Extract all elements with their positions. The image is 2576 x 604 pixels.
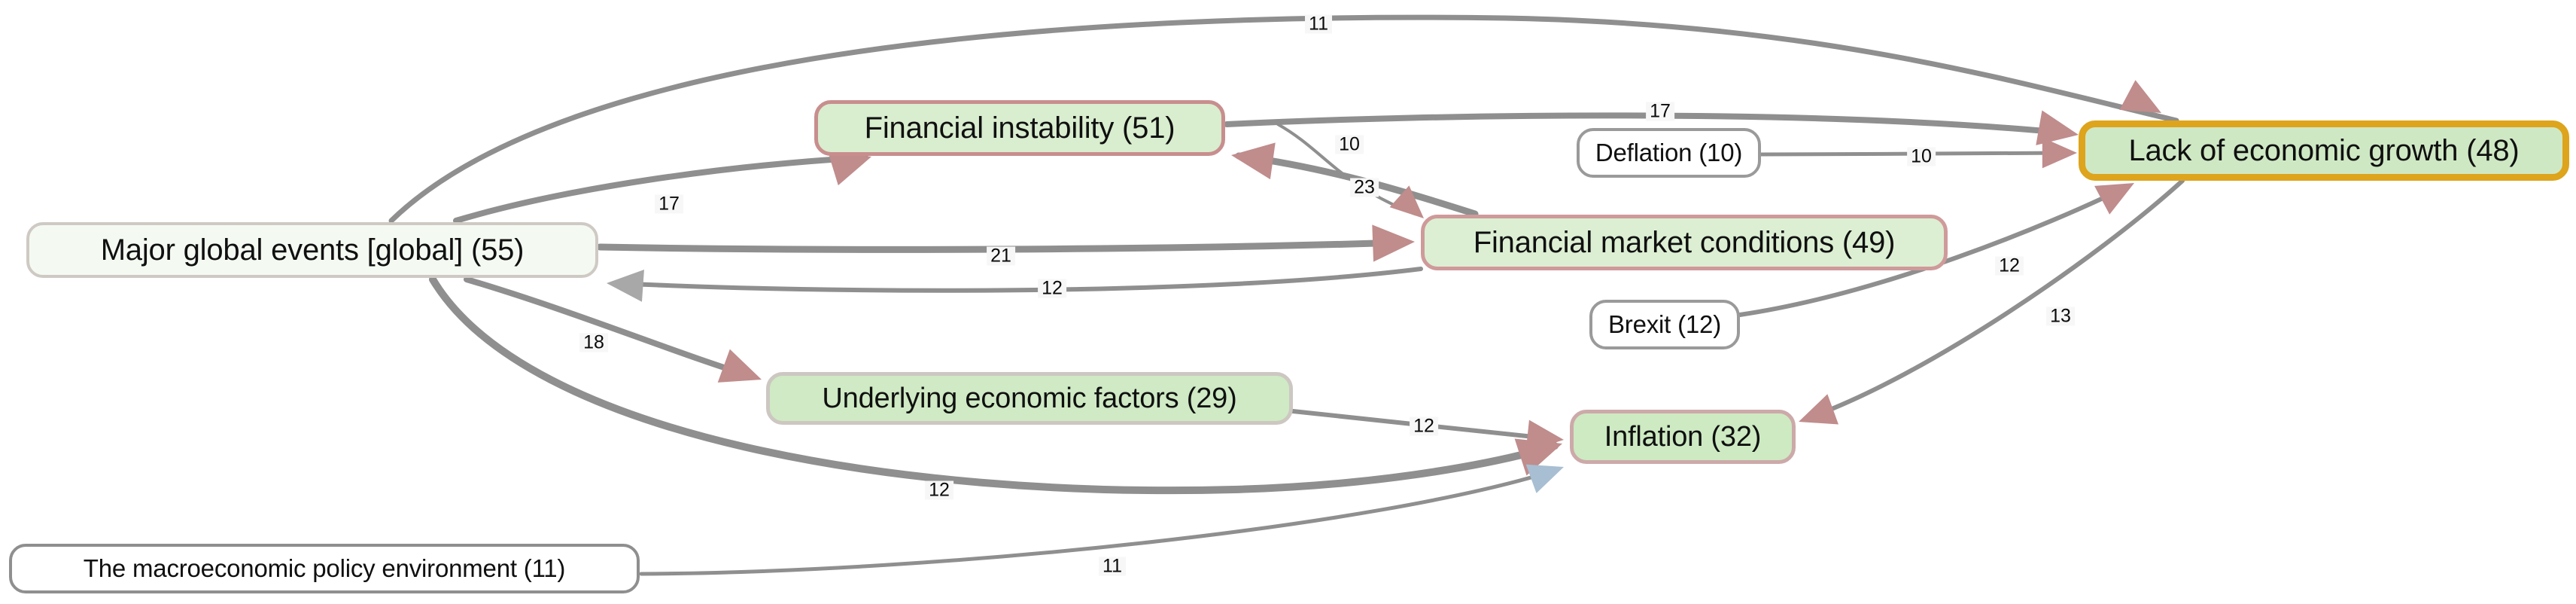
node-brexit[interactable]: Brexit (12) xyxy=(1589,300,1740,349)
edge-weight-label: 11 xyxy=(1099,557,1126,576)
edge-arrowhead xyxy=(828,151,871,186)
edge[interactable] xyxy=(613,267,1423,293)
edge[interactable] xyxy=(1224,112,2073,136)
node-macroeconomic-policy-environment[interactable]: The macroeconomic policy environment (11… xyxy=(9,544,640,593)
edge-arrowhead xyxy=(1372,224,1415,262)
edge-arrowhead xyxy=(1389,185,1424,218)
node-label: Financial instability (51) xyxy=(864,111,1175,145)
edge-arrowhead xyxy=(717,349,762,383)
edge[interactable] xyxy=(639,468,1559,576)
node-lack-of-economic-growth[interactable]: Lack of economic growth (48) xyxy=(2079,120,2569,181)
node-deflation[interactable]: Deflation (10) xyxy=(1577,128,1761,178)
node-financial-market-conditions[interactable]: Financial market conditions (49) xyxy=(1421,215,1948,270)
edge-arrowhead xyxy=(607,270,644,302)
edge-arrowhead xyxy=(1525,419,1564,453)
edge[interactable] xyxy=(388,14,2179,224)
edge-arrowhead xyxy=(1799,394,1838,425)
edge-weight-label: 18 xyxy=(579,333,608,352)
node-label: The macroeconomic policy environment (11… xyxy=(83,554,566,582)
edge-arrowhead xyxy=(1231,142,1276,180)
node-label: Inflation (32) xyxy=(1604,420,1762,453)
edge-weight-label: 11 xyxy=(1305,14,1332,34)
node-label: Deflation (10) xyxy=(1595,139,1743,166)
edge-weight-label: 13 xyxy=(2046,307,2075,326)
edge-weight-label: 23 xyxy=(1350,178,1379,197)
edge-arrowhead xyxy=(2042,137,2077,169)
node-label: Major global events [global] (55) xyxy=(100,233,525,267)
edge[interactable] xyxy=(1276,123,1416,215)
edge-arrowhead xyxy=(2119,80,2161,113)
edge-weight-label: 12 xyxy=(1038,279,1066,298)
node-label: Underlying economic factors (29) xyxy=(822,382,1237,414)
edge-weight-label: 17 xyxy=(655,194,683,214)
edge[interactable] xyxy=(429,276,1559,495)
edge[interactable] xyxy=(1804,178,2185,421)
edge-weight-label: 12 xyxy=(925,480,953,500)
edge[interactable] xyxy=(464,276,756,380)
node-label: Financial market conditions (49) xyxy=(1473,225,1896,259)
node-inflation[interactable]: Inflation (32) xyxy=(1570,410,1796,464)
node-major-global-events[interactable]: Major global events [global] (55) xyxy=(26,222,598,278)
edge-weight-label: 21 xyxy=(987,246,1015,266)
edge-weight-label: 10 xyxy=(1335,135,1364,154)
edge-weight-label: 12 xyxy=(1995,256,2024,276)
node-label: Brexit (12) xyxy=(1607,310,1721,338)
edge-arrowhead xyxy=(1525,464,1564,493)
node-label: Lack of economic growth (48) xyxy=(2128,133,2520,167)
node-underlying-economic-factors[interactable]: Underlying economic factors (29) xyxy=(766,372,1293,425)
node-financial-instability[interactable]: Financial instability (51) xyxy=(814,100,1225,156)
edge[interactable] xyxy=(1738,185,2129,317)
edge-weight-label: 12 xyxy=(1410,416,1438,436)
edge-arrowhead xyxy=(2094,183,2134,215)
edge-weight-label: 17 xyxy=(1646,102,1674,121)
edge-weight-label: 10 xyxy=(1907,147,1936,166)
edge-arrowhead xyxy=(2036,110,2079,145)
edge[interactable] xyxy=(453,154,868,224)
